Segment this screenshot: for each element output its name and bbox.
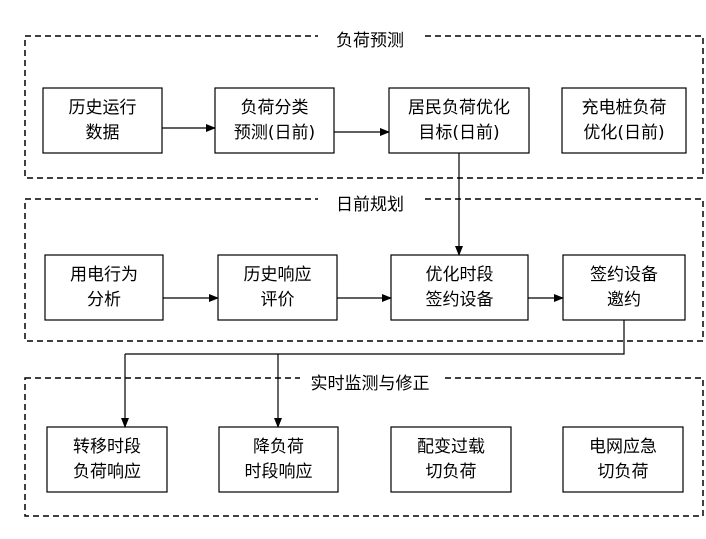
box-transformer-overload-shed: 配变过载 切负荷 (390, 426, 512, 493)
box-label-line2: 切负荷 (598, 462, 649, 482)
box-label-line2: 预测(日前) (234, 123, 315, 143)
box-charging-pile-optimization: 充电桩负荷 优化(日前) (561, 87, 687, 154)
section-load-forecast: 负荷预测 (24, 24, 704, 179)
box-label-line2: 负荷响应 (73, 462, 141, 482)
box-label-line1: 历史运行 (69, 98, 137, 118)
box-label-line2: 目标(日前) (418, 123, 499, 143)
box-history-response-evaluation: 历史响应 评价 (217, 254, 338, 321)
section-title-day-ahead-planning: 日前规划 (336, 195, 404, 215)
connector-invitation-bus (125, 320, 625, 355)
box-label-line2: 优化(日前) (583, 123, 664, 143)
box-label-line2: 分析 (87, 290, 121, 310)
box-label-line1: 转移时段 (73, 437, 141, 457)
box-label-line1: 降负荷 (253, 437, 304, 457)
box-label-line1: 优化时段 (426, 265, 494, 285)
box-load-classification-forecast: 负荷分类 预测(日前) (214, 87, 335, 154)
box-grid-emergency-shed: 电网应急 切负荷 (562, 426, 684, 493)
box-contract-device-invitation: 签约设备 邀约 (562, 254, 686, 321)
box-residential-load-target: 居民负荷优化 目标(日前) (388, 87, 530, 154)
box-history-data: 历史运行 数据 (42, 87, 163, 154)
box-usage-behavior-analysis: 用电行为 分析 (44, 254, 164, 321)
box-label-line2: 切负荷 (426, 462, 477, 482)
box-label-line1: 配变过载 (417, 437, 485, 457)
box-label-line1: 用电行为 (70, 265, 138, 285)
box-label-line1: 充电桩负荷 (582, 98, 667, 118)
box-label-line2: 邀约 (607, 290, 641, 310)
section-realtime-monitoring: 实时监测与修正 (24, 367, 704, 517)
box-label-line2: 评价 (261, 290, 295, 310)
box-label-line1: 负荷分类 (241, 98, 309, 118)
box-label-line1: 电网应急 (589, 437, 657, 457)
connectors (121, 124, 625, 428)
box-label-line1: 居民负荷优化 (408, 98, 510, 118)
section-title-load-forecast: 负荷预测 (336, 31, 404, 51)
section-day-ahead-planning: 日前规划 (24, 188, 704, 342)
section-title-realtime-monitoring: 实时监测与修正 (311, 374, 430, 394)
box-label-line2: 签约设备 (426, 290, 494, 310)
box-label-line2: 数据 (86, 123, 120, 143)
box-optimized-period-contract-devices: 优化时段 签约设备 (390, 254, 529, 321)
box-label-line2: 时段响应 (245, 462, 313, 482)
box-label-line1: 签约设备 (590, 265, 658, 285)
box-label-line1: 历史响应 (244, 265, 312, 285)
box-reduce-load-response: 降负荷 时段响应 (218, 426, 339, 493)
box-shift-period-response: 转移时段 负荷响应 (46, 426, 168, 493)
